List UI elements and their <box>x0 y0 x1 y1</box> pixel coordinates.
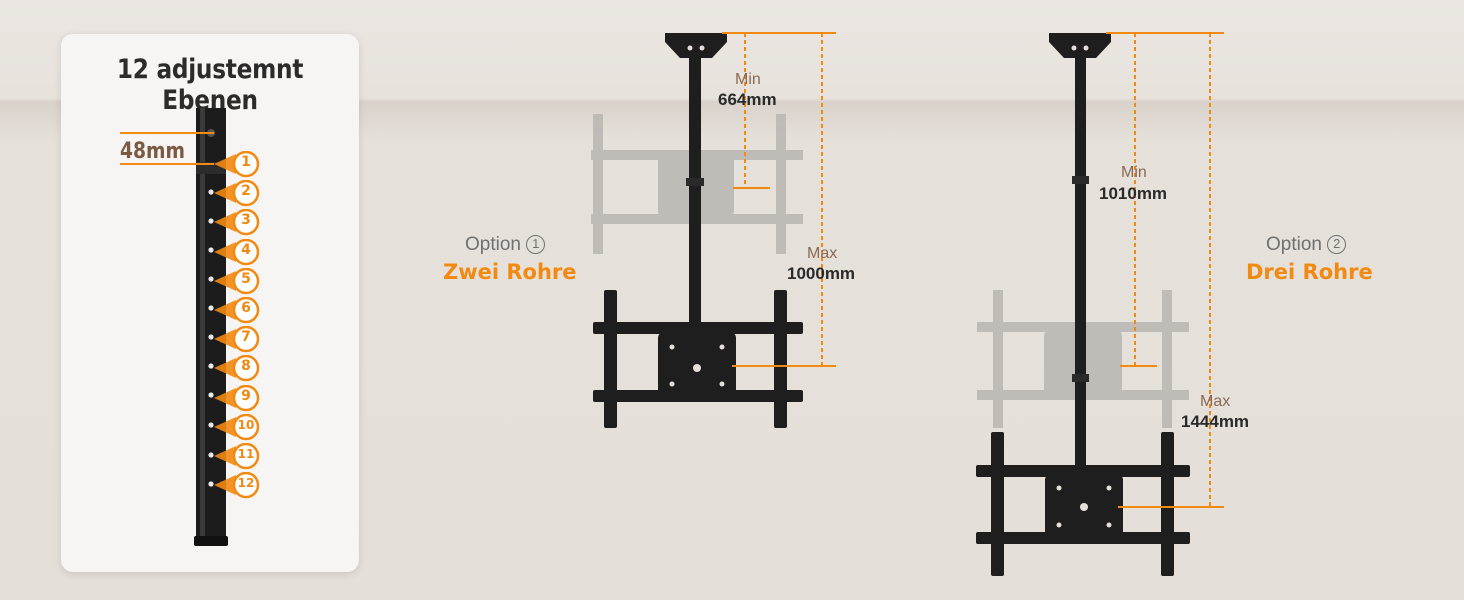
level-number: 6 <box>241 300 251 316</box>
option2-max-label: Max <box>1200 393 1231 410</box>
level-callout-icon <box>214 180 260 207</box>
level-number: 4 <box>241 242 251 258</box>
level-number: 10 <box>237 418 255 432</box>
option2-max-mount <box>976 432 1190 576</box>
option2-min-value: 1010mm <box>1099 184 1168 203</box>
level-callout-icon <box>214 385 260 412</box>
level-callout-icon <box>214 472 260 499</box>
level-callout-icon <box>214 239 260 266</box>
level-number: 8 <box>241 358 251 374</box>
option1-name: Zwei Rohre <box>443 260 577 284</box>
option1-max-label: Max <box>807 245 838 262</box>
level-callout-icon <box>214 268 260 295</box>
option2-max-value: 1444mm <box>1181 412 1250 431</box>
option1-number: 1 <box>526 235 546 254</box>
option2-min-label: Min <box>1121 164 1147 181</box>
level-number: 1 <box>241 154 251 170</box>
option1-min-value: 664mm <box>718 90 777 109</box>
option2-label: Option 2 <box>1266 234 1347 256</box>
level-badge: 10 <box>214 414 264 442</box>
level-callout-icon <box>214 355 260 382</box>
level-number: 2 <box>241 183 251 199</box>
level-badge: 9 <box>214 385 264 413</box>
option1-min-label: Min <box>735 71 761 88</box>
level-callout-icon <box>214 326 260 353</box>
level-badge: 5 <box>214 268 264 296</box>
level-number: 9 <box>241 388 251 404</box>
level-badge: 2 <box>214 180 264 208</box>
level-callout-icon <box>214 414 260 441</box>
level-badge: 7 <box>214 326 264 354</box>
level-badge: 4 <box>214 239 264 267</box>
level-callout-icon <box>214 151 260 178</box>
level-callout-icon <box>214 443 260 470</box>
level-badge: 6 <box>214 297 264 325</box>
spacing-label: 48mm <box>120 139 185 164</box>
level-number: 3 <box>241 212 251 228</box>
level-badge: 3 <box>214 209 264 237</box>
level-badge: 12 <box>214 472 264 500</box>
level-callout-icon <box>214 209 260 236</box>
level-number: 7 <box>241 329 251 345</box>
level-badge: 1 <box>214 151 264 179</box>
option1-label: Option 1 <box>465 234 546 256</box>
level-number: 12 <box>237 476 255 490</box>
option1-max-value: 1000mm <box>787 264 856 283</box>
option2-number: 2 <box>1327 235 1347 254</box>
card-title: 12 adjustemnt Ebenen <box>116 54 304 116</box>
level-number: 11 <box>237 447 255 461</box>
level-badge: 11 <box>214 443 264 471</box>
level-badge: 8 <box>214 355 264 383</box>
level-number: 5 <box>241 271 251 287</box>
level-callout-icon <box>214 297 260 324</box>
option2-name: Drei Rohre <box>1246 260 1373 284</box>
